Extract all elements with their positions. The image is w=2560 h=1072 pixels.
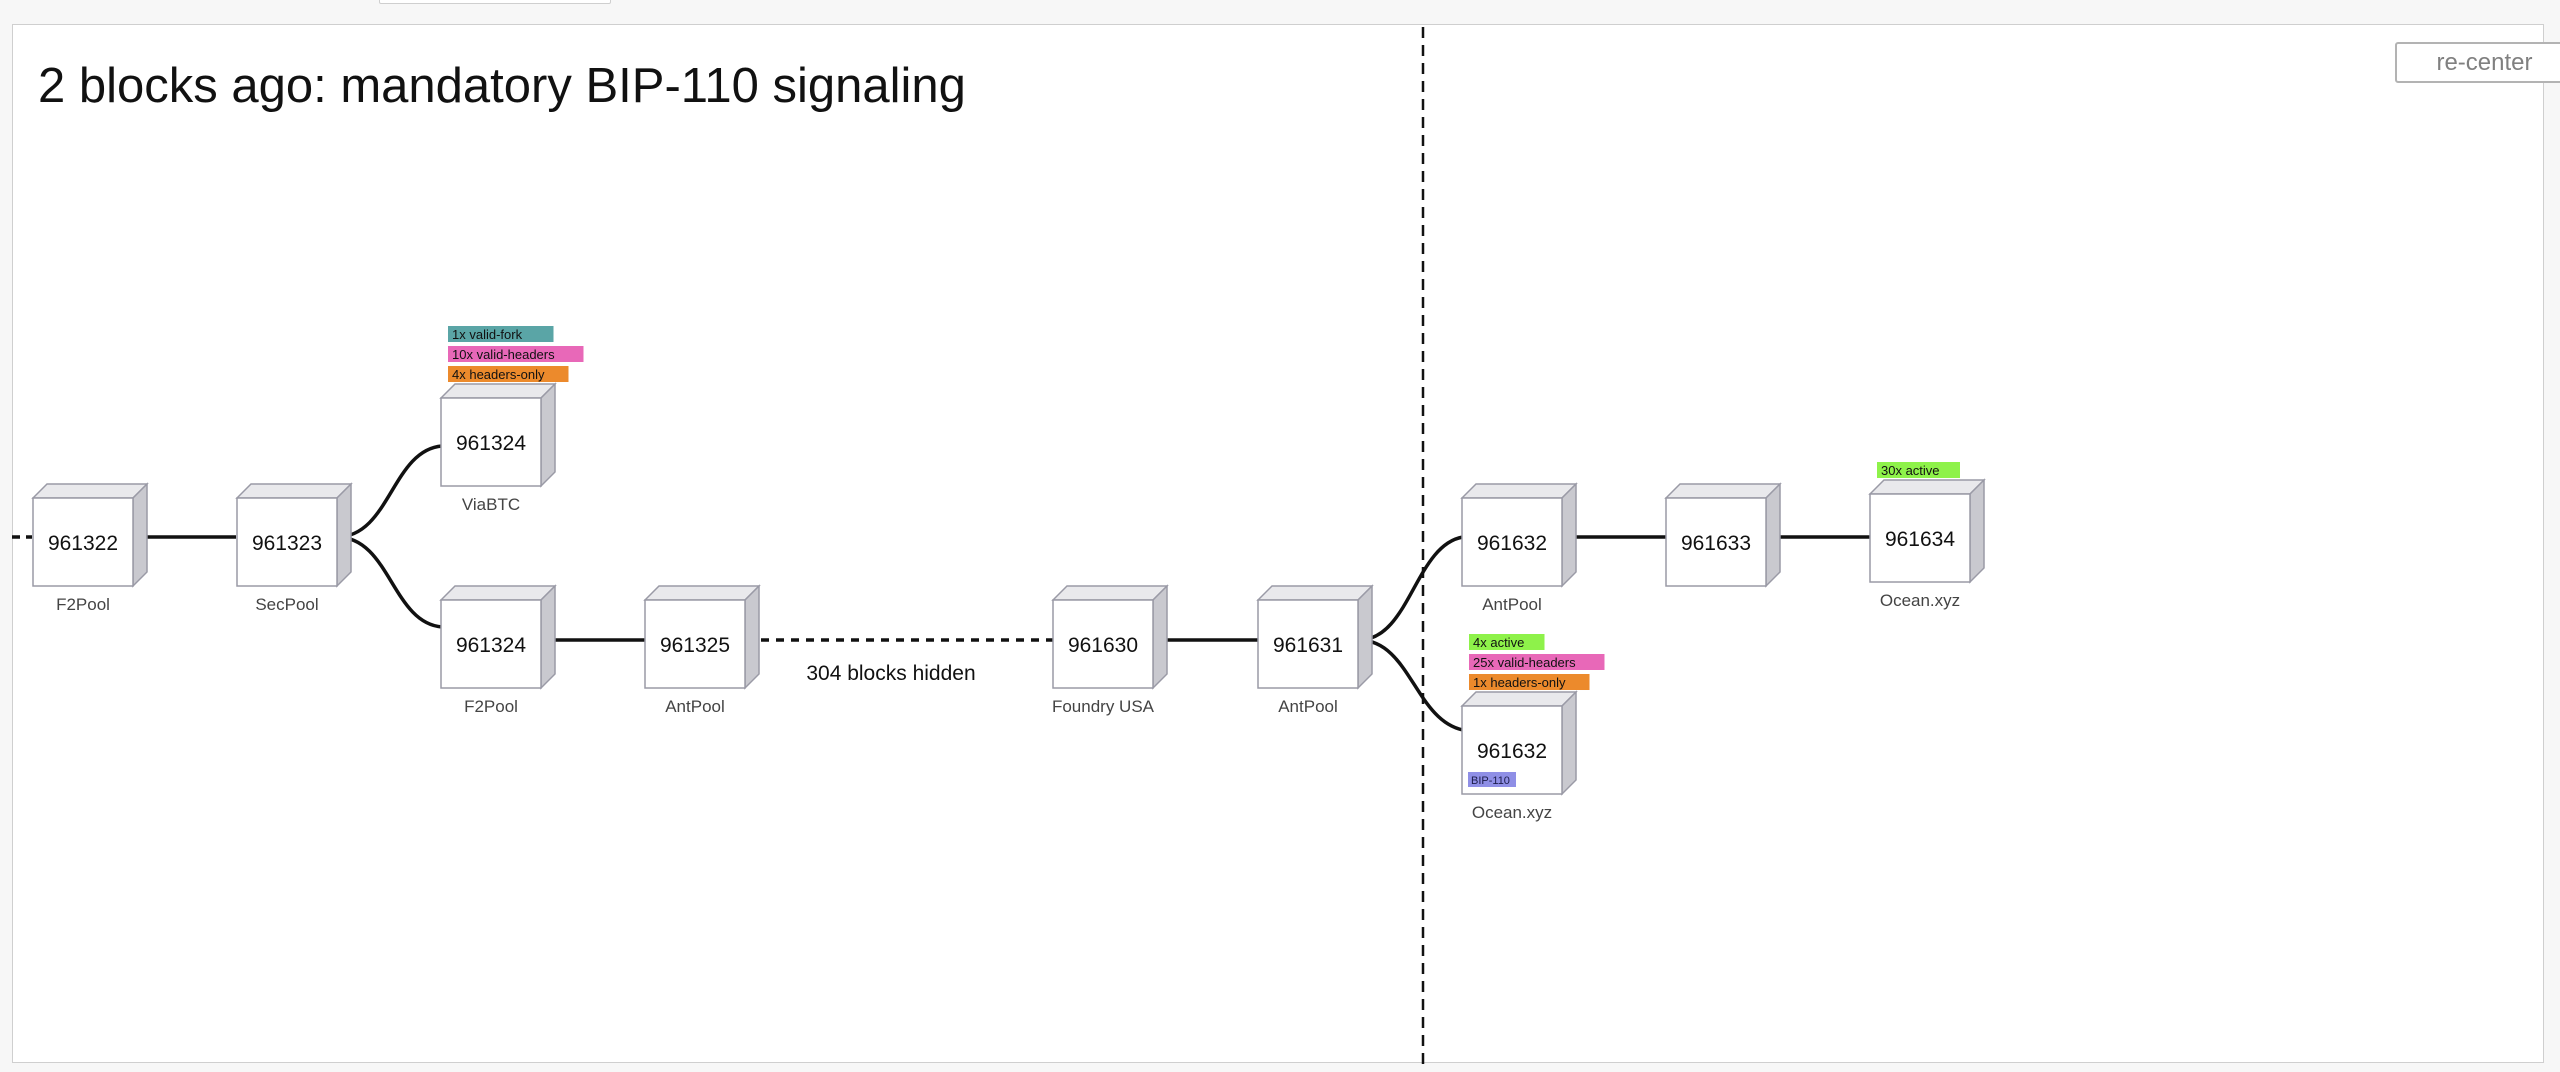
diagram-panel[interactable]: [12, 24, 2544, 1063]
block-top-face: [1460, 483, 1578, 499]
block-height: 961632: [1477, 532, 1547, 555]
block-side-face: [744, 584, 760, 690]
blocks: 961322F2Pool961323SecPool961324ViaBTC1x …: [31, 326, 1986, 822]
block-side-face: [1357, 584, 1373, 690]
block-height: 961634: [1885, 528, 1955, 551]
block-height: 961633: [1681, 532, 1751, 555]
block-pool: ViaBTC: [462, 495, 520, 514]
block-side-face: [336, 482, 352, 588]
connector-fork-up: [336, 444, 443, 539]
block-top-face: [1051, 585, 1169, 601]
status-tag-headers-only: 4x headers-only: [448, 366, 569, 382]
block-pool: F2Pool: [464, 697, 518, 716]
top-input[interactable]: [379, 0, 611, 4]
block-top-face: [1460, 691, 1578, 707]
block-top-face: [1256, 585, 1374, 601]
block-side-face: [540, 382, 556, 488]
page-title: 2 blocks ago: mandatory BIP-110 signalin…: [38, 59, 966, 113]
block-pool: SecPool: [255, 595, 318, 614]
block-pool: AntPool: [1278, 697, 1338, 716]
block-side-face: [1969, 478, 1985, 584]
block-pool: AntPool: [1482, 595, 1542, 614]
status-tag-headers-only: 1x headers-only: [1469, 674, 1590, 690]
block-side-face: [1561, 482, 1577, 588]
block-front: [1461, 497, 1563, 587]
block-top-face: [1868, 479, 1986, 495]
block-top-face: [235, 483, 353, 499]
status-tag-active: 4x active: [1469, 634, 1545, 650]
block-top-face: [1664, 483, 1782, 499]
svg-text:4x headers-only: 4x headers-only: [452, 367, 545, 382]
block-front: [236, 497, 338, 587]
block-height: 961323: [252, 532, 322, 555]
block-top-face: [439, 383, 557, 399]
block-front: [440, 397, 542, 487]
block-pool: Ocean.xyz: [1472, 803, 1552, 822]
block-front: [1869, 493, 1971, 583]
block-front: [1257, 599, 1359, 689]
block-front: [1665, 497, 1767, 587]
block-height: 961630: [1068, 634, 1138, 657]
connector-fork-up: [1358, 535, 1464, 642]
block-height: 961324: [456, 432, 526, 455]
svg-text:30x active: 30x active: [1881, 463, 1940, 478]
block-front: [440, 599, 542, 689]
block-front: [644, 599, 746, 689]
block-pool: AntPool: [665, 697, 725, 716]
block-pool: Ocean.xyz: [1880, 591, 1960, 610]
block-side-face: [132, 482, 148, 588]
block-side-face: [1561, 690, 1577, 796]
svg-text:10x valid-headers: 10x valid-headers: [452, 347, 555, 362]
bip110-badge: BIP-110: [1468, 772, 1516, 787]
svg-text:25x valid-headers: 25x valid-headers: [1473, 655, 1576, 670]
block-height: 961324: [456, 634, 526, 657]
block-side-face: [1765, 482, 1781, 588]
connector-fork-down: [1358, 638, 1464, 732]
chain-connectors: [12, 444, 1870, 732]
svg-text:BIP-110: BIP-110: [1471, 775, 1510, 787]
block-side-face: [540, 584, 556, 690]
svg-text:1x valid-fork: 1x valid-fork: [452, 327, 523, 342]
block-height: 961322: [48, 532, 118, 555]
block-pool: Foundry USA: [1052, 697, 1155, 716]
block-top-face: [643, 585, 761, 601]
svg-text:1x headers-only: 1x headers-only: [1473, 675, 1566, 690]
block-height: 961631: [1273, 634, 1343, 657]
status-tag-valid-fork: 1x valid-fork: [448, 326, 554, 342]
block-side-face: [1152, 584, 1168, 690]
status-tag-valid-headers: 10x valid-headers: [448, 346, 584, 362]
block-top-face: [439, 585, 557, 601]
svg-text:4x active: 4x active: [1473, 635, 1524, 650]
hidden-blocks-label: 304 blocks hidden: [806, 662, 975, 685]
status-tag-valid-headers: 25x valid-headers: [1469, 654, 1605, 670]
block-front: [32, 497, 134, 587]
recenter-button[interactable]: re-center: [2395, 42, 2560, 83]
block-height: 961632: [1477, 740, 1547, 763]
block-height: 961325: [660, 634, 730, 657]
block-top-face: [31, 483, 149, 499]
block-front: [1052, 599, 1154, 689]
status-tag-active: 30x active: [1877, 462, 1960, 478]
block-pool: F2Pool: [56, 595, 110, 614]
connector-fork-down: [336, 535, 443, 629]
block-b633[interactable]: 961633: [1664, 482, 1782, 588]
